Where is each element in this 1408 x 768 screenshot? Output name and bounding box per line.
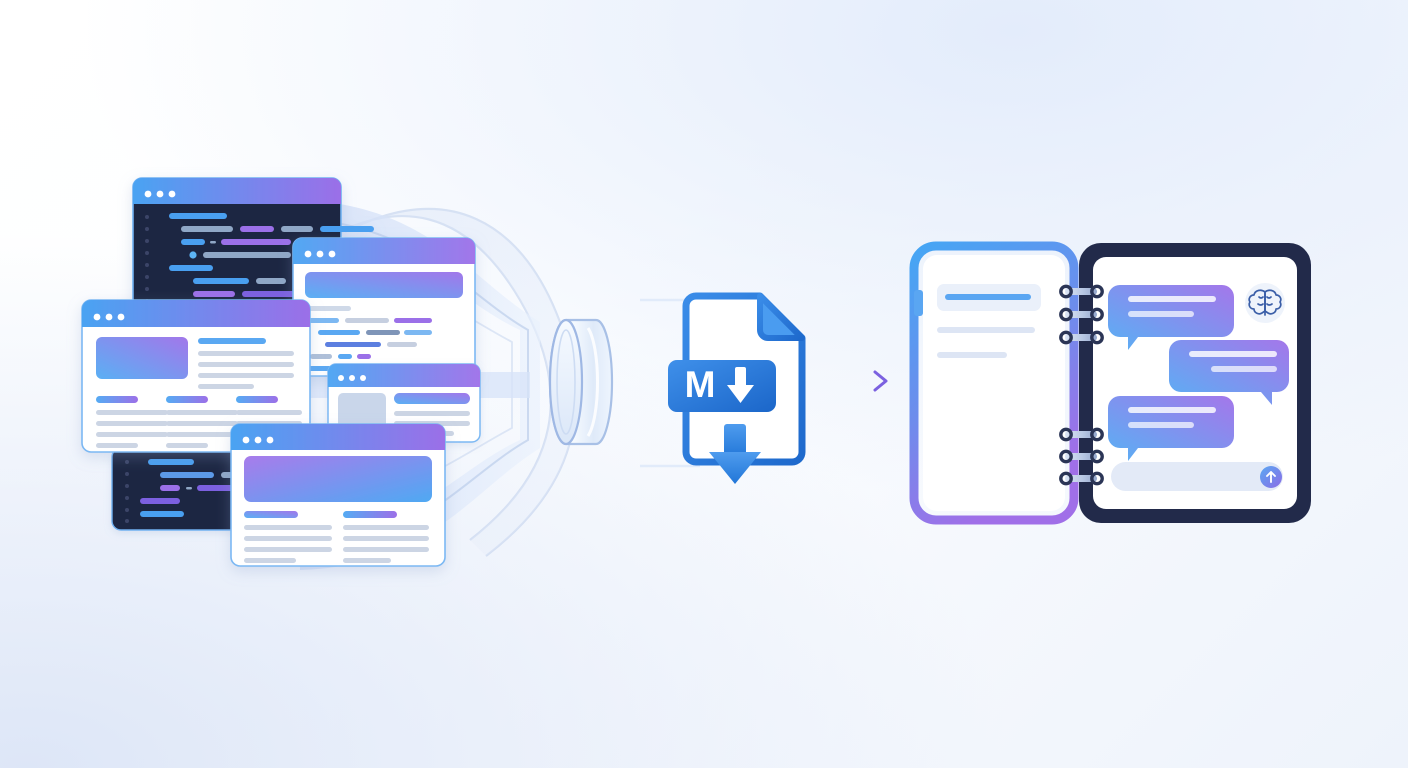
source-window-article-right[interactable] xyxy=(292,237,476,377)
notes-page xyxy=(923,255,1065,511)
notes-page-frame xyxy=(909,241,1079,525)
brain-icon[interactable] xyxy=(1245,283,1285,323)
landing-columns xyxy=(244,511,429,563)
chat-input[interactable] xyxy=(1111,462,1283,491)
binder-rings-top xyxy=(1059,284,1104,345)
hero-banner xyxy=(244,456,432,502)
md-badge-down-arrow xyxy=(727,367,754,403)
page-tab-marker xyxy=(914,290,923,316)
markdown-file-icon[interactable]: M xyxy=(668,292,806,484)
send-button[interactable] xyxy=(1260,466,1282,488)
processing-lens xyxy=(548,318,614,446)
chat-message-3[interactable] xyxy=(1108,396,1234,461)
source-window-article-left[interactable] xyxy=(81,299,311,453)
chat-message-2[interactable] xyxy=(1169,340,1289,405)
flow-arrow xyxy=(820,370,888,392)
notes-page-content xyxy=(937,284,1041,358)
article-side-text xyxy=(198,338,294,389)
download-arrow xyxy=(709,424,761,484)
source-window-card-thumbnail[interactable] xyxy=(327,363,481,443)
window-dots xyxy=(242,436,274,444)
window-dots xyxy=(304,250,336,258)
window-dots xyxy=(144,190,176,198)
binder-rings-bottom xyxy=(1059,427,1104,486)
source-window-code-top[interactable] xyxy=(132,177,374,327)
ai-notebook-tablet[interactable] xyxy=(909,241,1311,525)
thumbnail-placeholder xyxy=(338,393,386,433)
md-letter: M xyxy=(685,364,716,405)
code-gutter-dots xyxy=(125,460,129,523)
window-dots xyxy=(93,313,125,321)
md-badge xyxy=(668,360,776,412)
chat-message-1[interactable] xyxy=(1108,285,1234,350)
window-dots xyxy=(338,375,366,381)
source-window-landing-front[interactable] xyxy=(230,423,446,567)
media-thumbnail xyxy=(96,337,188,379)
hero-banner xyxy=(305,272,463,298)
